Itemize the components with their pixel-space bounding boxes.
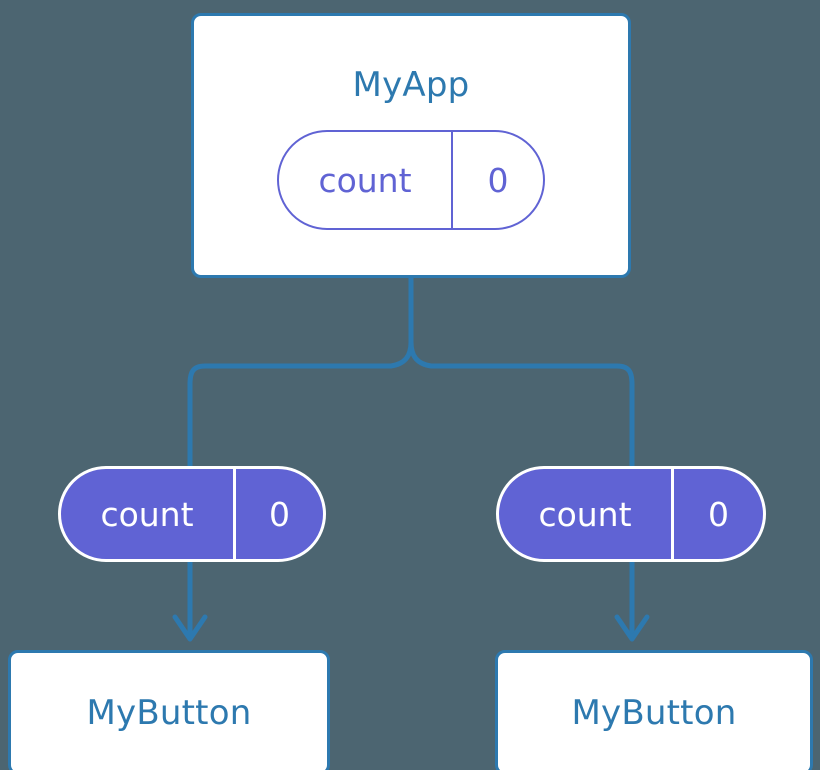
prop-pill-right-count[interactable]: count 0 — [496, 466, 766, 562]
prop-pill-right-key: count — [538, 494, 632, 534]
state-pill-key: count — [318, 160, 412, 200]
component-title-mybutton-left: MyButton — [86, 692, 252, 733]
state-pill-count[interactable]: count 0 — [277, 130, 545, 230]
prop-pill-left-value: 0 — [233, 469, 323, 559]
arrow-head-right-icon — [614, 614, 650, 642]
prop-pill-left-count[interactable]: count 0 — [58, 466, 326, 562]
connector-branch-right — [408, 341, 635, 468]
prop-pill-right-value: 0 — [671, 469, 763, 559]
component-title-myapp: MyApp — [352, 65, 470, 105]
component-title-mybutton-right: MyButton — [571, 692, 737, 733]
state-pill-value: 0 — [451, 132, 543, 228]
prop-pill-left-key: count — [100, 494, 194, 534]
component-box-mybutton-right[interactable]: MyButton — [495, 650, 813, 770]
component-box-mybutton-left[interactable]: MyButton — [8, 650, 330, 770]
arrow-head-left-icon — [172, 614, 208, 642]
connector-branch-left — [187, 341, 414, 468]
